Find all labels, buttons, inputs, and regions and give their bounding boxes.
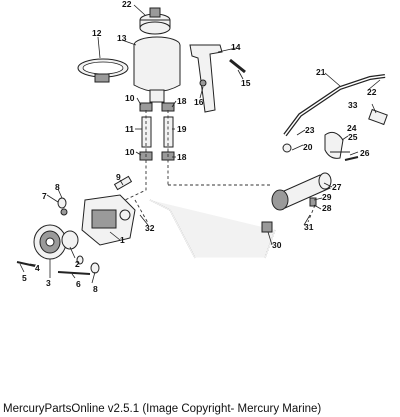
connection-lines [124, 110, 316, 224]
return-pipe [282, 74, 386, 153]
callout-7: 7 [42, 191, 47, 201]
callout-8a: 8 [55, 182, 60, 192]
callout-numbers: 22 12 13 14 15 16 10 18 11 19 10 18 21 2… [22, 0, 377, 294]
callout-14: 22 [122, 0, 132, 9]
pump-pulley [33, 224, 79, 260]
callout-15: 14 [231, 42, 241, 52]
callout-25: 25 [348, 132, 358, 142]
callout-28: 28 [322, 203, 332, 213]
callout-1: 1 [120, 235, 125, 245]
reservoir-clamp [77, 58, 129, 83]
reservoir-cap [139, 7, 171, 35]
parts-diagram: 22 12 13 14 15 16 10 18 11 19 10 18 21 2… [16, 0, 388, 294]
callout-20: 20 [303, 142, 313, 152]
callout-3: 3 [46, 278, 51, 288]
callout-leaders [19, 4, 381, 284]
callout-23: 23 [305, 125, 315, 135]
pipe-clamps [309, 108, 388, 207]
callout-32: 32 [145, 223, 155, 233]
callout-12: 12 [92, 28, 102, 38]
callout-4: 4 [35, 263, 40, 273]
callout-16: 15 [241, 78, 251, 88]
callout-6: 6 [76, 279, 81, 289]
callout-17: 16 [194, 97, 204, 107]
return-hoses [139, 102, 175, 161]
reservoir-bracket [189, 44, 246, 113]
fluid-reservoir [133, 36, 181, 103]
callout-22: 22 [367, 87, 377, 97]
callout-24: 24 [347, 123, 357, 133]
callout-26: 26 [360, 148, 370, 158]
callout-33: 33 [348, 100, 358, 110]
callout-2: 2 [75, 259, 80, 269]
callout-21: 21 [316, 67, 326, 77]
callout-29: 29 [322, 192, 332, 202]
callout-9: 9 [116, 172, 121, 182]
callout-19: 19 [177, 124, 187, 134]
callout-5: 5 [22, 273, 27, 283]
callout-10b: 10 [125, 147, 135, 157]
power-steering-pump [81, 175, 136, 246]
fluid-cooler [271, 172, 332, 211]
callout-13: 13 [117, 33, 127, 43]
callout-11: 11 [125, 124, 134, 134]
callout-18b: 18 [177, 152, 187, 162]
pressure-line [149, 199, 276, 259]
callout-30: 30 [272, 240, 282, 250]
callout-27: 27 [332, 182, 342, 192]
callout-10a: 10 [125, 93, 135, 103]
copyright-caption: MercuryPartsOnline v2.5.1 (Image Copyrig… [3, 403, 322, 415]
callout-8b: 8 [93, 284, 98, 294]
callout-31: 31 [304, 222, 314, 232]
callout-18a: 18 [177, 96, 187, 106]
